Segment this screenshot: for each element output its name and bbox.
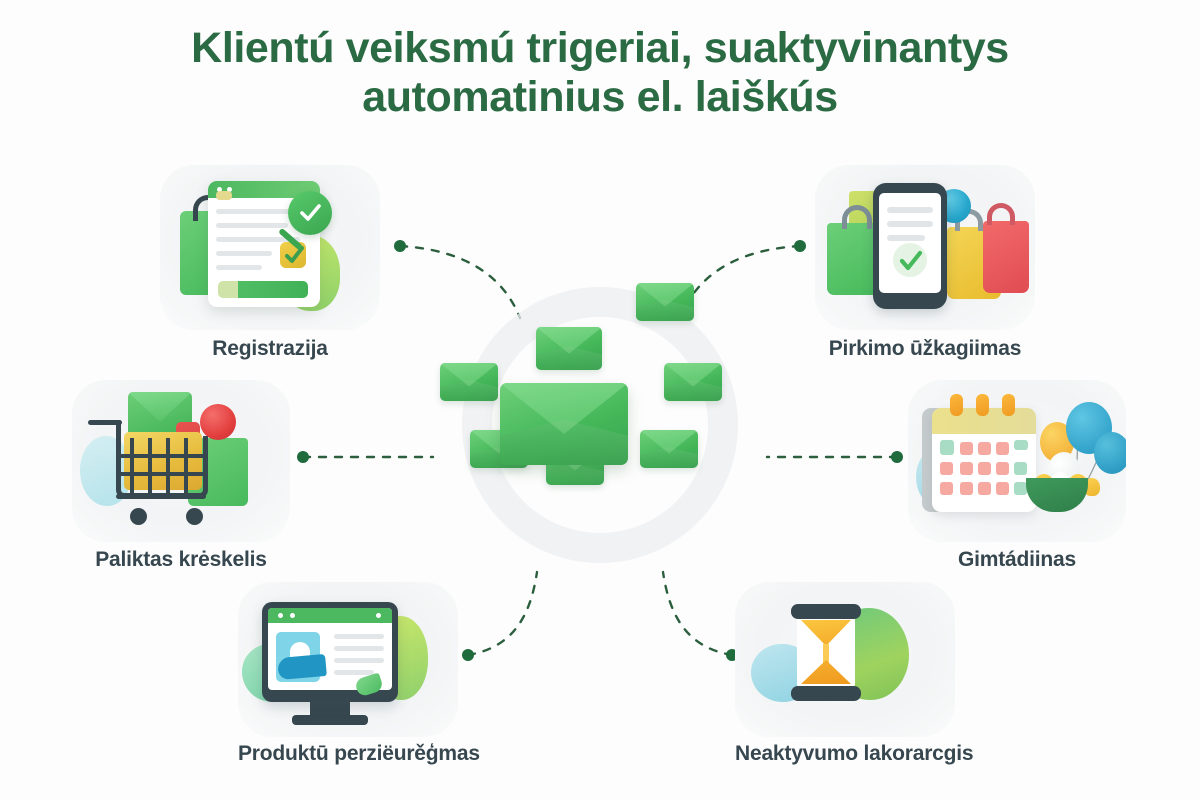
envelope-main-icon xyxy=(500,383,628,465)
connector-dot-browsing xyxy=(462,649,474,661)
envelope-icon xyxy=(640,430,698,468)
page-title-line-1: Klientú veiksmú trigeriai, suaktyvinanty… xyxy=(191,24,1009,72)
connector-browsing xyxy=(466,570,539,657)
connector-dot-purchase xyxy=(794,240,806,252)
node-label-abandoned-cart: Paliktas krėskelis xyxy=(95,548,267,571)
connector-dot-birthday xyxy=(891,451,903,463)
registration-form-icon xyxy=(160,165,380,330)
node-purchase-completed[interactable]: Pirkimo ūžkagiimas xyxy=(815,165,1035,360)
node-inactivity[interactable]: Neaktyvumo lakorarcgis xyxy=(735,582,974,765)
envelope-icon xyxy=(536,327,602,370)
calendar-balloons-icon xyxy=(908,380,1126,542)
node-registration[interactable]: Registrazija xyxy=(160,165,380,360)
page-title-line-2: automatinius el. laiškús xyxy=(362,73,838,122)
connector-inactivity xyxy=(661,570,734,657)
connector-dot-registration xyxy=(394,240,406,252)
check-icon xyxy=(899,250,923,271)
node-label-registration: Registrazija xyxy=(212,337,328,360)
envelope-icon xyxy=(636,283,694,321)
node-label-inactivity: Neaktyvumo lakorarcgis xyxy=(735,742,974,765)
node-abandoned-cart[interactable]: Paliktas krėskelis xyxy=(72,380,290,571)
monitor-product-icon xyxy=(238,582,458,737)
email-hub xyxy=(440,275,750,575)
node-product-browsing[interactable]: Produktū perziëurěģmas xyxy=(238,582,480,765)
shopping-cart-icon xyxy=(72,380,290,542)
node-label-product-browsing: Produktū perziëurěģmas xyxy=(238,742,480,765)
node-label-birthday: Gimtádiinas xyxy=(958,548,1076,571)
phone-checkout-icon xyxy=(815,165,1035,330)
node-label-purchase-completed: Pirkimo ūžkagiimas xyxy=(828,337,1022,360)
node-birthday[interactable]: Gimtádiinas xyxy=(908,380,1126,571)
envelope-icon xyxy=(440,363,498,401)
connector-dot-cart xyxy=(297,451,309,463)
check-badge-icon xyxy=(300,204,321,221)
check-icon xyxy=(285,246,304,263)
balloon-blue-2-icon xyxy=(1094,432,1126,474)
envelope-icon xyxy=(664,363,722,401)
page-title: Klientú veiksmú trigeriai, suaktyvinanty… xyxy=(0,24,1200,122)
hourglass-icon xyxy=(735,582,955,737)
